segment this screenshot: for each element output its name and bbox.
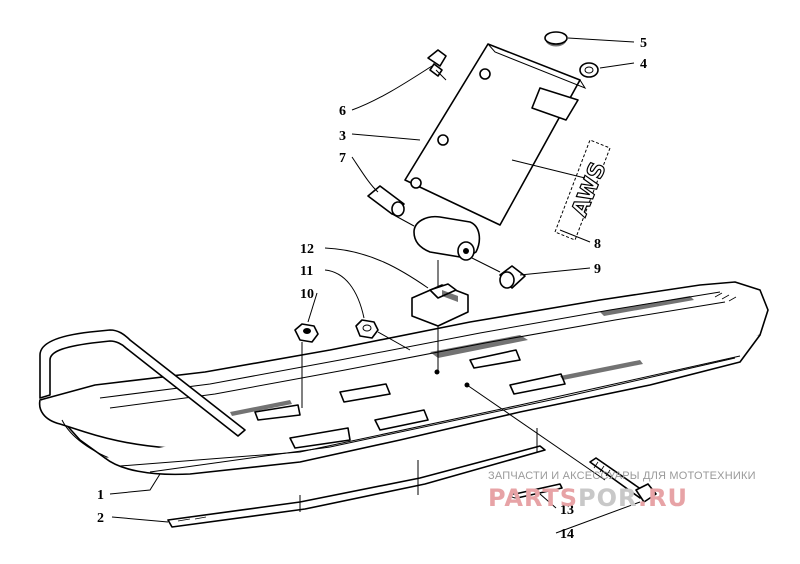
plug xyxy=(579,62,599,78)
callout-12: 12 xyxy=(300,242,314,257)
callouts: 1 2 3 4 5 6 7 8 9 10 11 12 13 14 xyxy=(97,36,647,542)
watermark-brand: PARTSPOR.RU xyxy=(488,484,788,512)
watermark-brand-part2: POR xyxy=(578,484,638,512)
callout-10: 10 xyxy=(300,287,314,302)
wear-bar xyxy=(167,428,546,528)
callout-14: 14 xyxy=(560,527,574,542)
callout-13: 13 xyxy=(560,503,574,518)
bushing-left xyxy=(367,185,405,217)
callout-11: 11 xyxy=(300,264,313,279)
spindle-bracket xyxy=(404,43,587,261)
nut-10 xyxy=(294,323,319,343)
callout-2: 2 xyxy=(97,511,104,526)
decal-text: AWS xyxy=(567,159,611,220)
nut-11 xyxy=(355,319,379,339)
grease-fitting xyxy=(427,49,447,81)
callout-7: 7 xyxy=(339,151,346,166)
watermark: ЗАПЧАСТИ И АКСЕССУАРЫ ДЛЯ МОТОТЕХНИКИ PA… xyxy=(488,470,788,512)
assembly-lines xyxy=(301,213,606,495)
callout-1: 1 xyxy=(97,488,104,503)
cotter-pin xyxy=(511,483,563,499)
watermark-brand-part3: .RU xyxy=(637,484,689,512)
callout-9: 9 xyxy=(594,262,601,277)
watermark-brand-part1: PARTS xyxy=(488,484,579,512)
callout-5: 5 xyxy=(640,36,647,51)
ski-loop xyxy=(39,329,246,437)
cap xyxy=(544,31,568,47)
watermark-subtitle: ЗАПЧАСТИ И АКСЕССУАРЫ ДЛЯ МОТОТЕХНИКИ xyxy=(488,470,756,482)
leader-lines xyxy=(109,37,641,534)
decal: AWS xyxy=(554,139,612,241)
bolt xyxy=(589,457,657,503)
callout-8: 8 xyxy=(594,237,601,252)
callout-4: 4 xyxy=(640,57,647,72)
callout-6: 6 xyxy=(339,104,346,119)
callout-3: 3 xyxy=(339,129,346,144)
ski-body xyxy=(38,281,769,476)
bushing-right xyxy=(499,265,526,289)
cushion xyxy=(411,283,469,327)
